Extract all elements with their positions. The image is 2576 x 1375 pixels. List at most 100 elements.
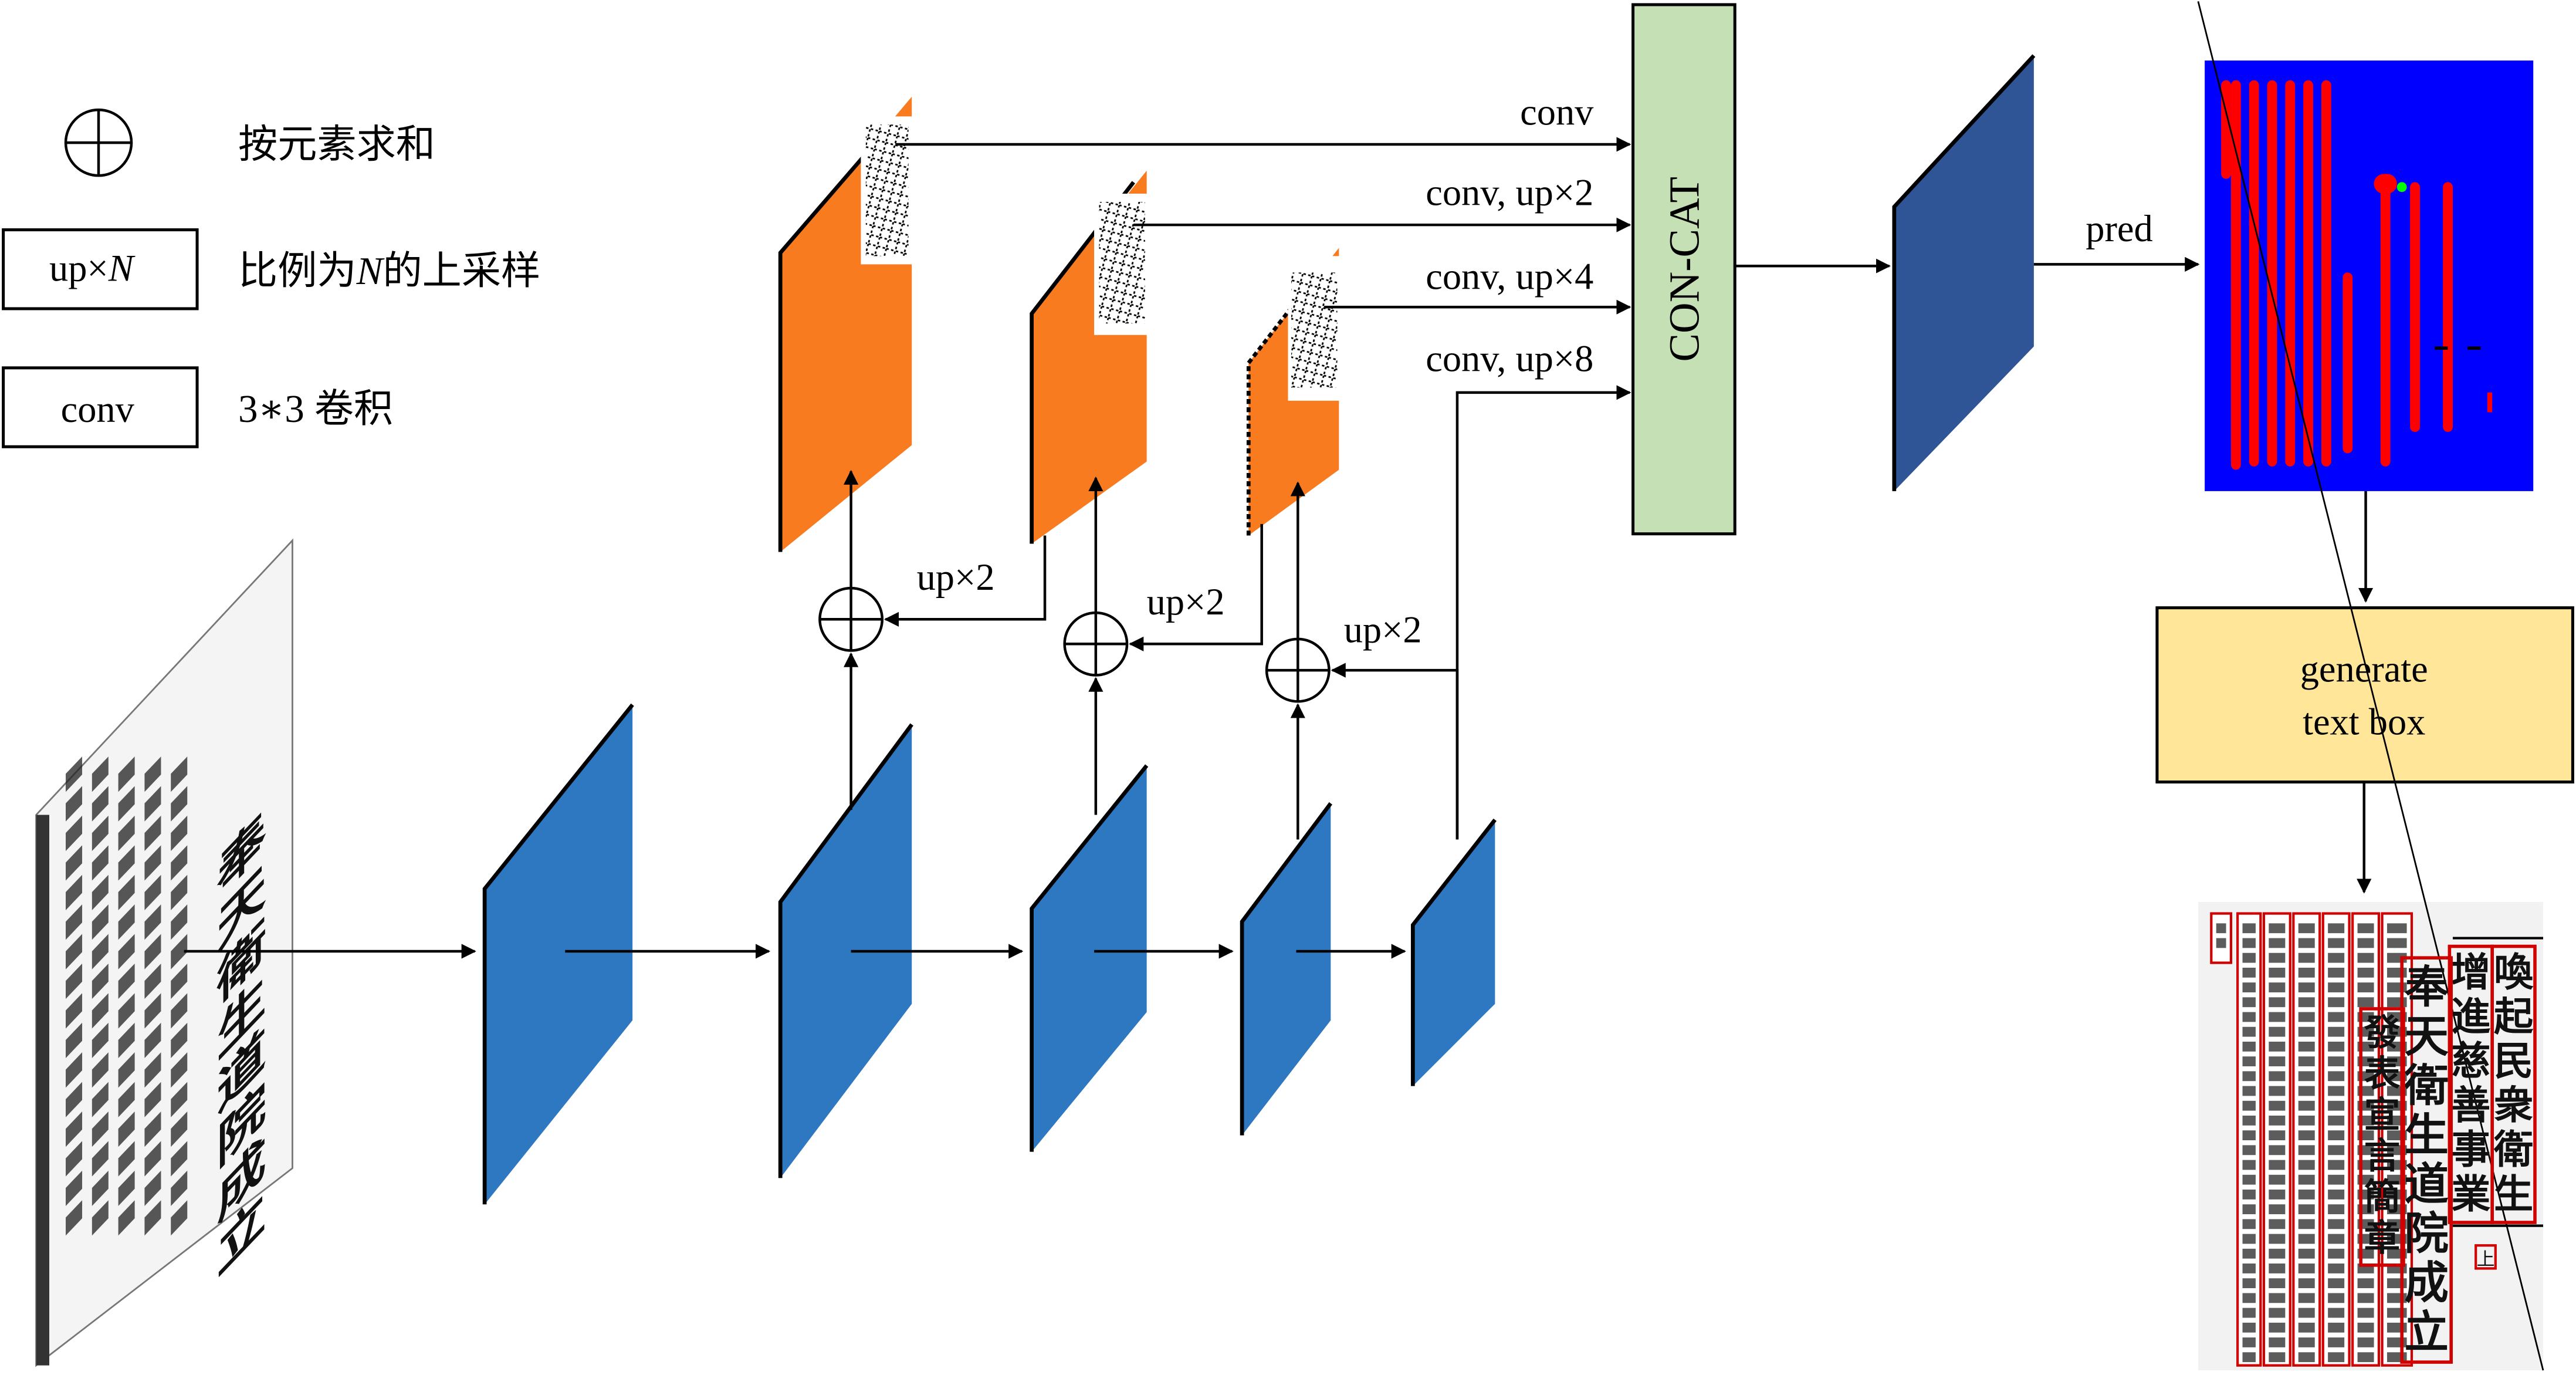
input-glyph bbox=[92, 1200, 109, 1236]
headline-char: 事 bbox=[2451, 1126, 2490, 1173]
input-glyph bbox=[171, 845, 188, 881]
input-glyph bbox=[92, 786, 109, 822]
feature-map-2 bbox=[1030, 170, 1150, 544]
input-glyph bbox=[171, 786, 188, 822]
input-glyph bbox=[118, 1082, 135, 1117]
upsample-label: up×2 bbox=[1344, 609, 1422, 650]
input-glyph bbox=[144, 904, 161, 940]
input-glyph bbox=[144, 1200, 161, 1236]
input-glyph bbox=[144, 1082, 161, 1117]
grid-icon bbox=[1099, 201, 1145, 324]
legend-upsample-box bbox=[2, 228, 199, 310]
text-region-stroke bbox=[2380, 182, 2391, 467]
input-glyph bbox=[92, 756, 109, 792]
segmentation-map bbox=[2205, 60, 2534, 491]
headline-char: 起 bbox=[2494, 993, 2534, 1039]
input-glyph bbox=[144, 1170, 161, 1207]
text-region-stroke bbox=[2230, 80, 2241, 470]
text-region-stroke bbox=[2249, 80, 2259, 467]
pred-label: pred bbox=[2086, 208, 2152, 249]
generate-box bbox=[2155, 606, 2574, 784]
legend-upsample-symbol: up×N bbox=[49, 247, 136, 289]
input-glyph bbox=[171, 963, 188, 999]
headline-char: 奉 bbox=[2404, 961, 2449, 1013]
headline-char: 章 bbox=[2364, 1217, 2401, 1259]
sum-node-2 bbox=[1063, 611, 1129, 677]
input-glyph bbox=[66, 1111, 83, 1147]
input-glyph bbox=[66, 1141, 83, 1177]
input-glyph bbox=[66, 934, 83, 969]
input-glyph bbox=[171, 756, 188, 792]
input-glyph bbox=[171, 1200, 188, 1236]
input-glyph bbox=[144, 934, 161, 969]
input-glyph bbox=[118, 1170, 135, 1207]
lateral-label: conv, up×2 bbox=[1426, 172, 1593, 214]
input-glyph bbox=[171, 934, 188, 969]
input-glyph bbox=[66, 1052, 83, 1088]
headline-char: 衆 bbox=[2494, 1082, 2533, 1129]
input-glyph bbox=[144, 815, 161, 852]
input-glyph bbox=[171, 1022, 188, 1058]
input-glyph bbox=[118, 1111, 135, 1147]
input-glyph bbox=[66, 874, 83, 910]
headline-char: 衛 bbox=[2404, 1059, 2449, 1112]
input-glyph bbox=[92, 815, 109, 852]
text-box bbox=[2475, 1244, 2497, 1270]
grid-icon bbox=[1291, 272, 1338, 388]
small-mark-char: 上 bbox=[2477, 1249, 2495, 1270]
sum-node-1 bbox=[818, 586, 884, 652]
segmentation-strokes bbox=[2221, 80, 2493, 470]
legend-upsample-description: 比例为N的上采样 bbox=[238, 249, 540, 293]
input-glyph bbox=[66, 786, 83, 822]
generate-label-line1: generate bbox=[2300, 648, 2428, 690]
input-glyph bbox=[66, 963, 83, 999]
input-glyph bbox=[66, 1200, 83, 1236]
input-glyph bbox=[144, 1111, 161, 1147]
headline-char: 發 bbox=[2364, 1011, 2401, 1054]
backbone-plate-4 bbox=[1240, 802, 1332, 1136]
input-glyph bbox=[171, 1052, 188, 1088]
input-glyph bbox=[144, 874, 161, 910]
input-glyph bbox=[118, 993, 135, 1029]
grid-icon bbox=[865, 124, 909, 256]
input-glyph bbox=[92, 1170, 109, 1207]
element-wise-sum-icon bbox=[64, 108, 133, 177]
input-glyph bbox=[92, 1141, 109, 1177]
headline-char: 善 bbox=[2451, 1082, 2490, 1129]
input-glyph bbox=[118, 815, 135, 852]
input-glyph bbox=[66, 1022, 83, 1058]
input-glyph bbox=[118, 904, 135, 940]
headline-char: 天 bbox=[2404, 1010, 2449, 1062]
upsample-label: up×2 bbox=[917, 556, 995, 598]
input-glyph bbox=[92, 1111, 109, 1147]
backbone-plate-2 bbox=[778, 723, 913, 1178]
input-glyph bbox=[92, 904, 109, 940]
concat-box bbox=[1631, 3, 1736, 536]
input-glyph bbox=[171, 904, 188, 940]
legend-conv-item: conv 3∗3 卷积 bbox=[2, 366, 393, 448]
input-glyph bbox=[118, 1052, 135, 1088]
input-glyph bbox=[118, 1141, 135, 1177]
feature-map-3 bbox=[1246, 248, 1344, 536]
input-glyph bbox=[92, 963, 109, 999]
input-glyph bbox=[144, 993, 161, 1029]
legend-sum-item: 按元素求和 bbox=[64, 108, 435, 177]
input-glyph bbox=[92, 934, 109, 969]
legend-conv-description: 3∗3 卷积 bbox=[238, 387, 393, 431]
text-region-stroke bbox=[2321, 80, 2331, 467]
input-glyph bbox=[171, 1111, 188, 1147]
text-region-stroke bbox=[2343, 272, 2353, 454]
input-glyph bbox=[92, 874, 109, 910]
input-glyph bbox=[92, 1022, 109, 1058]
input-glyph bbox=[92, 1052, 109, 1088]
input-glyph bbox=[144, 1141, 161, 1177]
headline-char: 進 bbox=[2451, 993, 2490, 1039]
concat-label: CON-CAT bbox=[1661, 177, 1708, 362]
legend-conv-symbol: conv bbox=[61, 388, 135, 430]
backbone-plate-3 bbox=[1030, 764, 1149, 1152]
upsample-label: up×2 bbox=[1147, 581, 1225, 623]
headline-char: 宣 bbox=[2364, 1093, 2401, 1136]
input-glyph bbox=[118, 1200, 135, 1236]
input-glyph bbox=[171, 1082, 188, 1117]
